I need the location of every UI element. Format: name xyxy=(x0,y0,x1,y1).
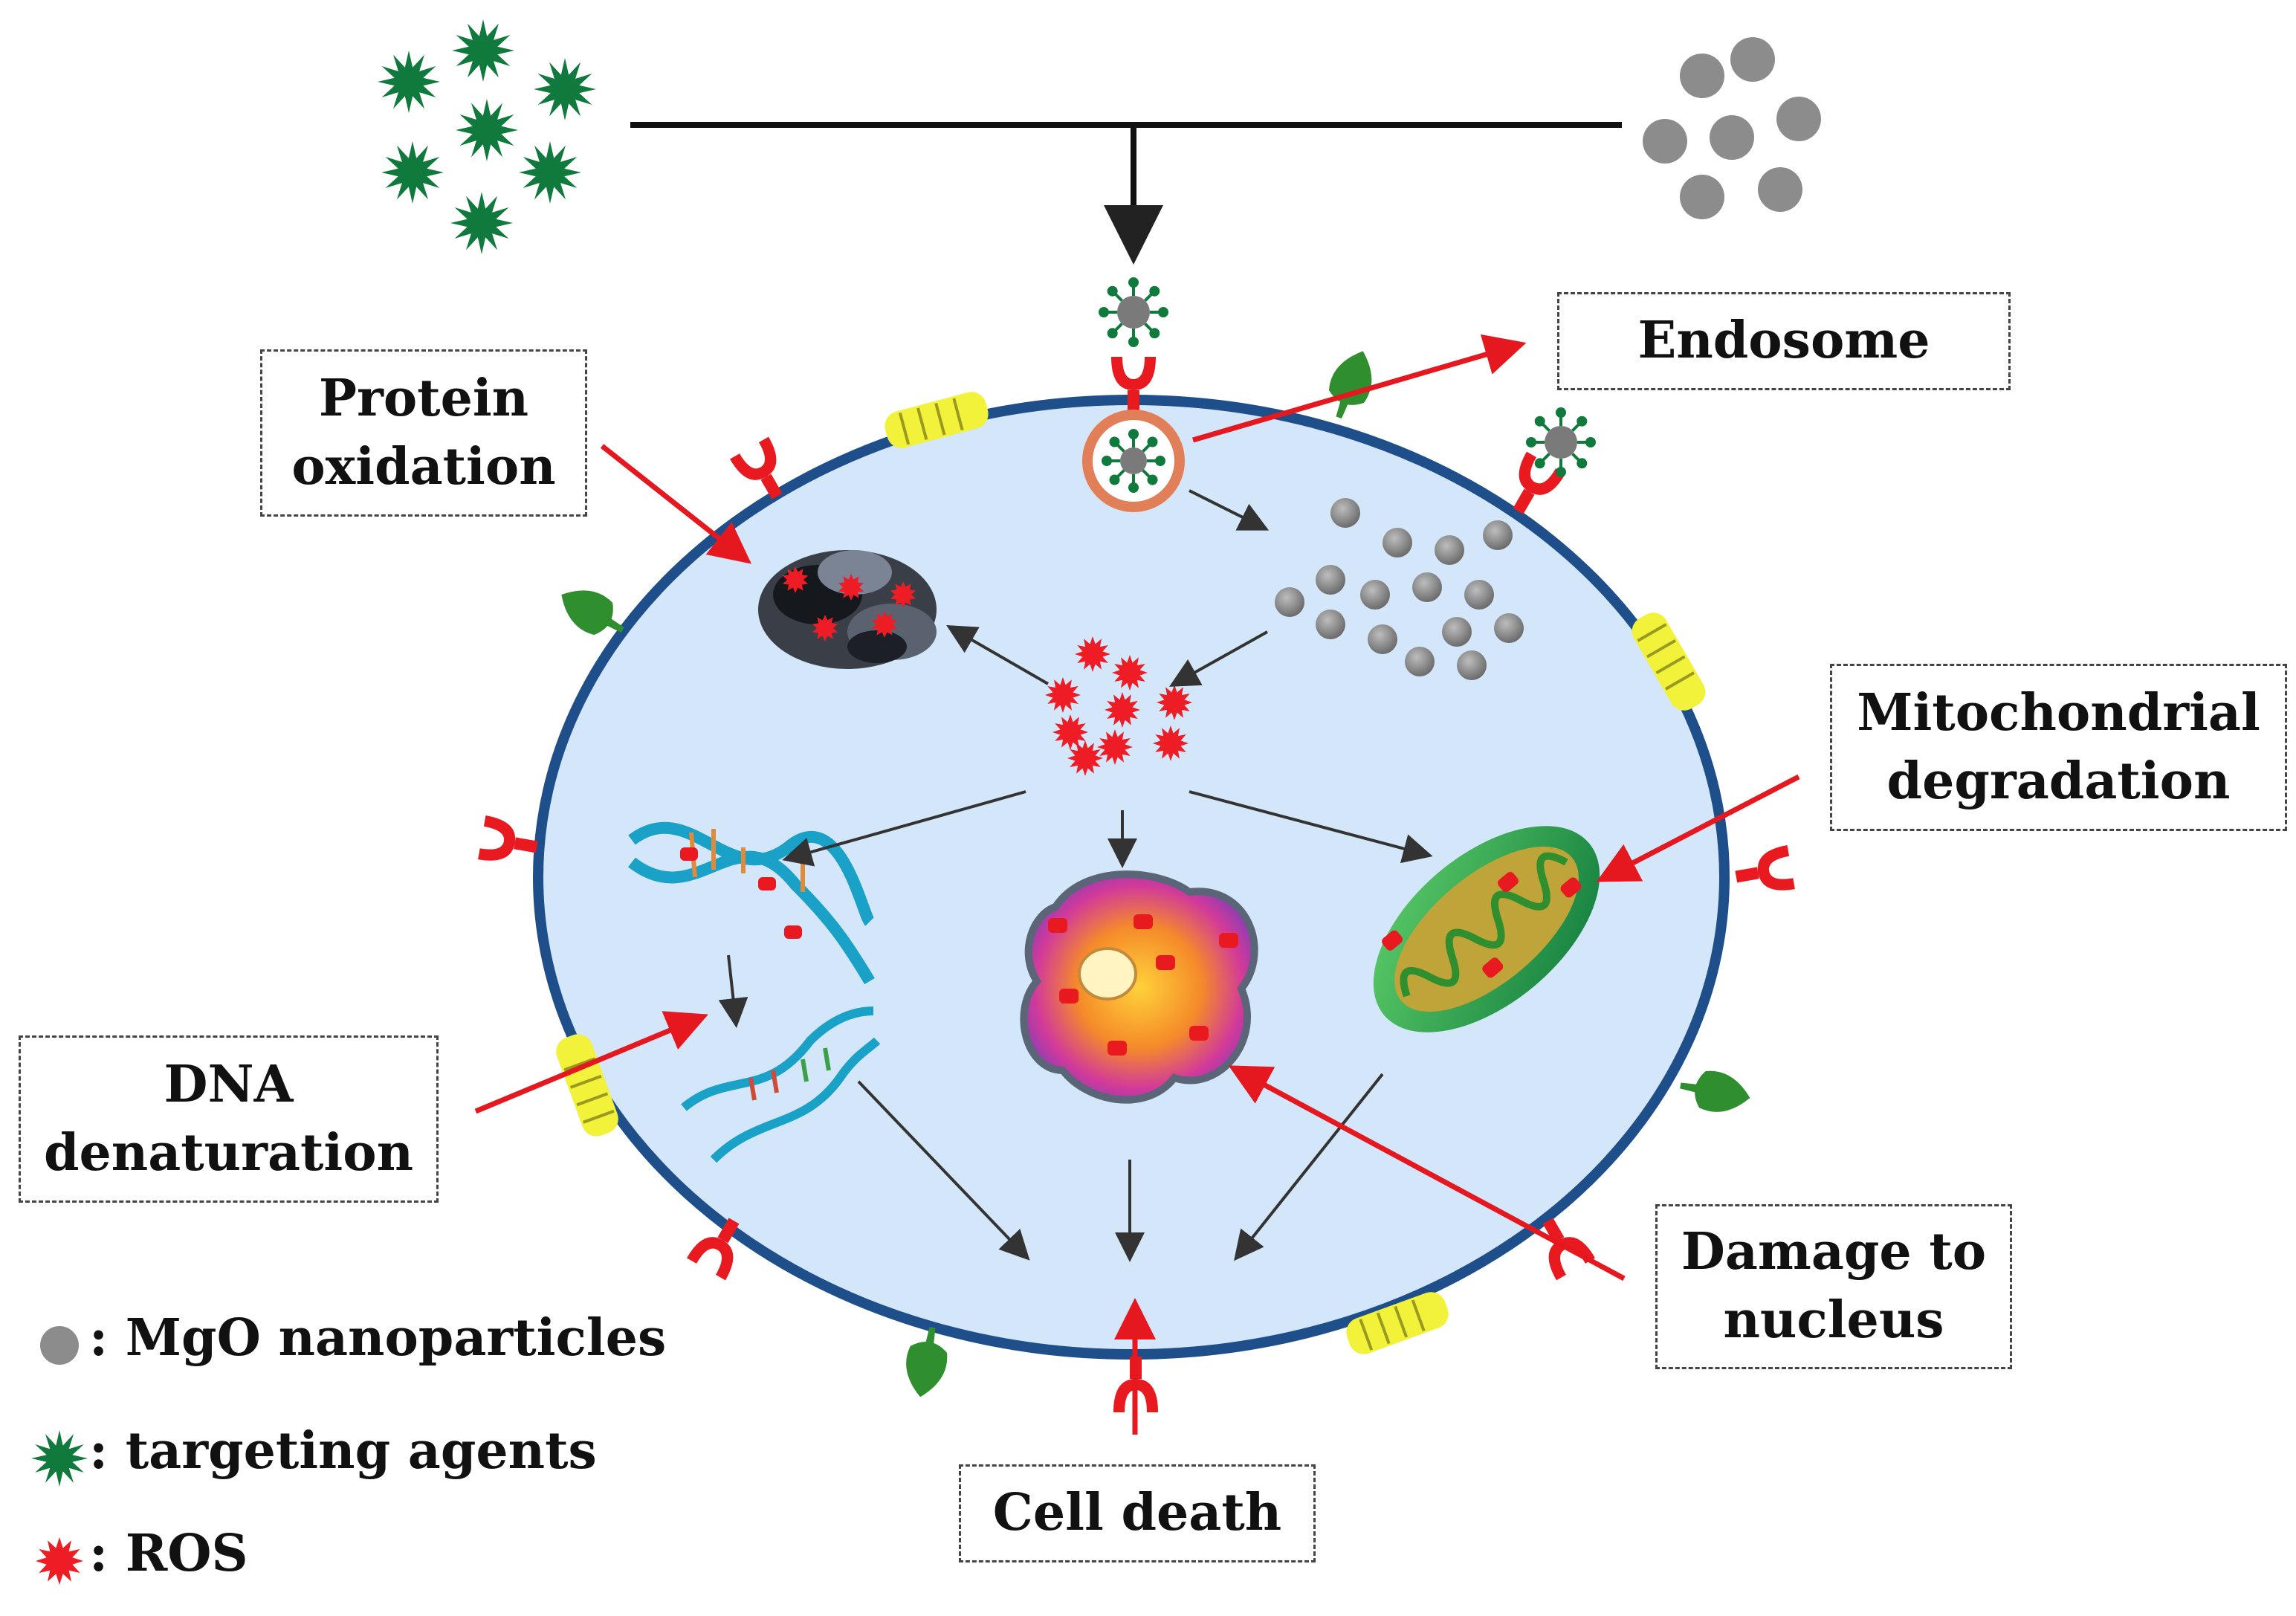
released-nanoparticles xyxy=(1275,498,1524,680)
label-nucleus-line1: Damage to xyxy=(1681,1222,1987,1282)
targeting-agent-star xyxy=(519,141,581,204)
targeting-agent-star xyxy=(378,51,440,113)
label-mito-line2: degradation xyxy=(1886,751,2231,811)
green-receptor-icon xyxy=(1328,351,1372,419)
protein-structure xyxy=(758,550,937,669)
yellow-channel-icon xyxy=(885,392,989,448)
gray-nanoparticle-icon xyxy=(40,1326,79,1365)
ros-particle xyxy=(1045,677,1081,713)
label-dna-line2: denaturation xyxy=(43,1122,414,1183)
targeting-agent-star xyxy=(452,19,514,82)
effect-arrows xyxy=(474,334,1800,1435)
label-protein-oxidation-line1: Protein xyxy=(318,368,529,428)
mgo-nanoparticles-cluster xyxy=(1643,37,1821,219)
damaged-nucleus xyxy=(1020,870,1258,1104)
ros-particle xyxy=(1052,714,1088,750)
ros-particle xyxy=(1157,685,1192,720)
label-endosome-text: Endosome xyxy=(1637,311,1930,371)
ros-particle xyxy=(1112,655,1148,691)
label-mitochondrial-degradation: Mitochondrial degradation xyxy=(1830,664,2287,831)
endosome-vesicle xyxy=(1082,410,1185,512)
ros-particle xyxy=(1067,740,1103,776)
mitochondrion xyxy=(1373,826,1600,1032)
label-endosome: Endosome xyxy=(1557,292,2011,390)
label-protein-oxidation: Protein oxidation xyxy=(260,349,587,517)
ros-particle xyxy=(1105,692,1140,728)
conjugate-nanoparticle-icon xyxy=(1099,277,1168,347)
ros-particle xyxy=(1153,725,1189,761)
label-mito-line1: Mitochondrial xyxy=(1857,682,2260,743)
legend-ros-text: : ROS xyxy=(89,1524,248,1583)
red-receptor-icon xyxy=(1735,844,1795,891)
label-damage-to-nucleus: Damage to nucleus xyxy=(1655,1204,2012,1369)
green-receptor-icon xyxy=(906,1327,948,1397)
red-receptor-icon xyxy=(478,815,538,861)
label-dna-denaturation: DNA denaturation xyxy=(19,1035,439,1203)
red-ros-icon xyxy=(36,1537,83,1585)
targeting-agent-star xyxy=(31,1430,88,1487)
targeting-agent-star xyxy=(450,192,513,254)
ros-particle xyxy=(871,611,898,638)
ros-particle xyxy=(838,574,864,601)
conjugation-connector xyxy=(630,122,1622,265)
green-receptor-icon xyxy=(561,590,624,636)
green-receptor-icon xyxy=(1680,1070,1750,1112)
conjugate-nanoparticle-icon xyxy=(1526,407,1596,477)
ros-particle xyxy=(36,1537,83,1585)
ros-particle xyxy=(782,566,809,593)
targeting-agents-cluster xyxy=(378,19,596,254)
yellow-channel-icon xyxy=(556,1034,618,1137)
pathway-arrows xyxy=(718,489,1433,1262)
targeting-agent-star xyxy=(534,58,596,120)
ros-particle xyxy=(1097,729,1133,765)
legend-targeting-text: : targeting agents xyxy=(89,1421,597,1481)
label-dna-line1: DNA xyxy=(164,1054,294,1114)
yellow-channel-icon xyxy=(1632,613,1706,711)
label-protein-oxidation-line2: oxidation xyxy=(291,436,556,497)
green-star-icon xyxy=(31,1430,88,1487)
red-receptor-icon xyxy=(1513,451,1565,514)
legend-icons xyxy=(31,1326,88,1585)
red-receptor-icon xyxy=(1111,357,1156,413)
yellow-channel-icon xyxy=(1346,1292,1449,1354)
targeting-agent-star xyxy=(381,141,444,204)
denatured-dna-strands xyxy=(681,1006,881,1163)
red-receptor-icon xyxy=(687,1218,740,1281)
ros-particle xyxy=(890,581,916,608)
red-receptor-icon xyxy=(1542,1218,1595,1281)
legend-mgo-text: : MgO nanoparticles xyxy=(89,1308,667,1368)
label-nucleus-line2: nucleus xyxy=(1723,1290,1944,1350)
label-cell-death: Cell death xyxy=(959,1464,1316,1562)
ros-particle xyxy=(1075,636,1110,672)
ros-particle xyxy=(812,615,838,641)
label-cell-death-text: Cell death xyxy=(992,1483,1282,1543)
red-receptor-icon xyxy=(730,436,783,500)
ros-cluster xyxy=(1045,636,1192,776)
targeting-agent-star xyxy=(456,99,518,161)
